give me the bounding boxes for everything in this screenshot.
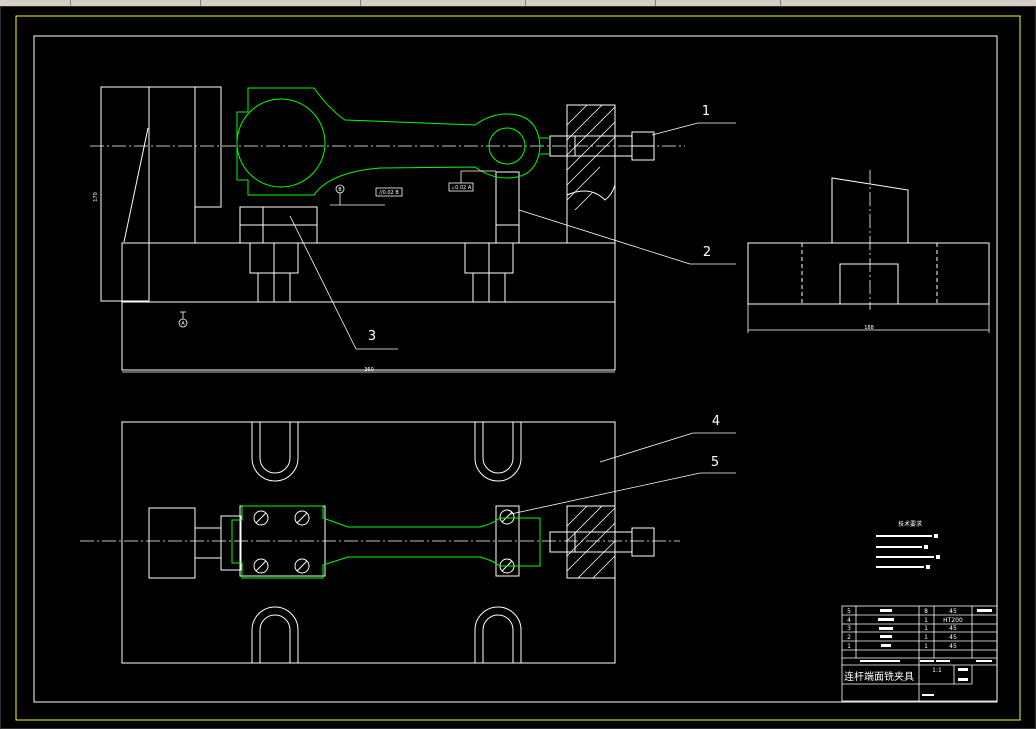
support-post-2 (495, 171, 520, 244)
drawing-title: 连杆端面铣夹具 (844, 670, 914, 683)
dimension-side-width: 188 (864, 325, 874, 331)
parts-list: 5 8 45 4 1 HT200 3 1 45 2 1 45 1 1 45 (847, 608, 963, 650)
title-strip-tab[interactable] (200, 0, 361, 6)
title-block (841, 605, 998, 702)
part-qty: 1 (924, 634, 928, 641)
base-plate (121, 242, 616, 371)
top-wall-hatching (566, 505, 616, 579)
cad-drawing-canvas[interactable]: B A //0.02 B ⊥0.02 A 170 360 188 (0, 6, 1036, 729)
balloon-2: 2 (703, 245, 711, 260)
balloon-3: 3 (368, 329, 376, 344)
side-view (747, 170, 990, 333)
part-qty: 1 (924, 625, 928, 632)
title-strip-tab[interactable] (70, 0, 201, 6)
part-number: 5 (847, 608, 851, 615)
balloon-4: 4 (712, 414, 720, 429)
dimension-main-width: 360 (364, 367, 374, 373)
balloon-5: 5 (711, 455, 719, 470)
datum-b-label: B (338, 187, 342, 193)
front-view (90, 86, 685, 373)
connecting-rod-front (236, 87, 550, 196)
top-base-plate (121, 421, 616, 664)
top-view (80, 421, 680, 664)
part-material: 45 (949, 634, 957, 641)
drawing-scale: 1:1 (932, 667, 942, 674)
dimension-left-height: 170 (93, 192, 99, 202)
title-strip-tab[interactable] (0, 0, 71, 6)
sheet-outer-border (15, 15, 1021, 721)
tech-requirements-lines (876, 534, 940, 569)
leader-lines (289, 122, 736, 515)
datum-a-label: A (181, 321, 185, 327)
tolerance-frame-1 (375, 187, 403, 197)
connecting-rod-top (231, 505, 541, 579)
hatched-support-wall (566, 104, 616, 244)
part-qty: 8 (924, 608, 928, 615)
tolerance-frame-2-text: ⊥0.02 A (451, 185, 472, 191)
wall-hatching (566, 104, 616, 211)
part-number: 2 (847, 634, 851, 641)
tech-requirements-title: 技术要求 (898, 520, 922, 528)
title-strip-tab[interactable] (360, 0, 526, 6)
left-support-block (100, 86, 150, 302)
part-number: 1 (847, 643, 851, 650)
window-title-strip (0, 0, 1036, 6)
part-material: 45 (949, 608, 957, 615)
title-strip-tab[interactable] (525, 0, 656, 6)
part-qty: 1 (924, 643, 928, 650)
balloon-1: 1 (702, 104, 710, 119)
part-number: 4 (847, 617, 851, 624)
title-strip-tab[interactable] (655, 0, 781, 6)
part-material: 45 (949, 643, 957, 650)
title-block-illegible-text (860, 609, 992, 696)
part-number: 3 (847, 625, 851, 632)
sheet-inner-border (33, 35, 998, 703)
part-qty: 1 (924, 617, 928, 624)
part-material: HT200 (943, 617, 963, 624)
tolerance-frame-1-text: //0.02 B (379, 190, 399, 196)
part-material: 45 (949, 625, 957, 632)
